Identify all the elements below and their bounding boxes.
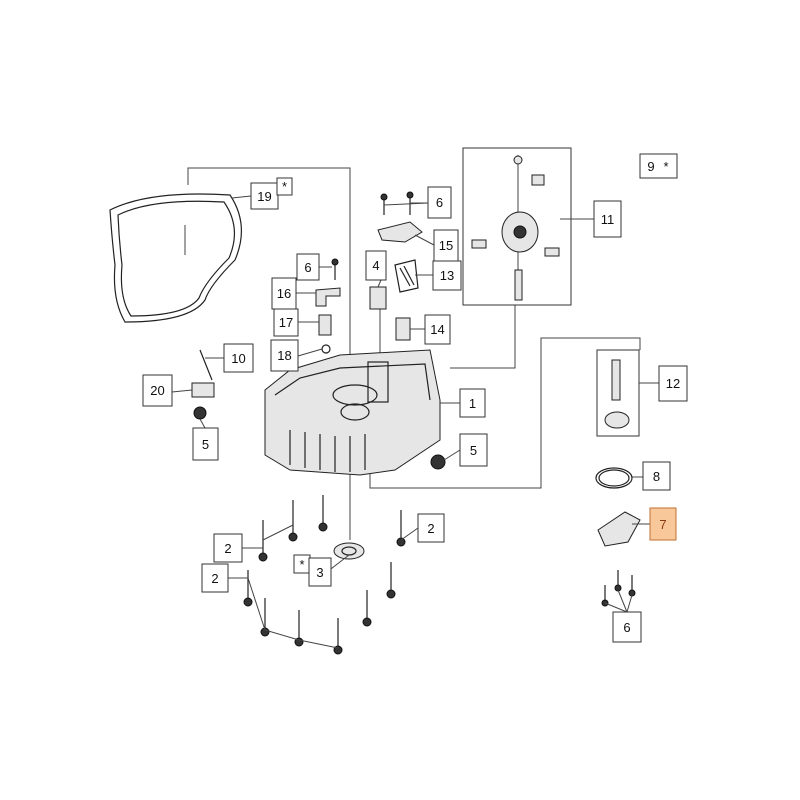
callout-14: 14 xyxy=(424,314,451,345)
callout-star: * xyxy=(282,179,287,194)
leader-lines xyxy=(171,195,659,649)
callout-5: 5 xyxy=(192,427,219,461)
callout-16: 16 xyxy=(271,277,297,310)
callout-1: 1 xyxy=(459,388,486,418)
callout-number: 12 xyxy=(666,376,680,391)
crankcase-gasket xyxy=(109,193,243,323)
callout-number: 11 xyxy=(601,212,615,227)
callout-19: 19 * xyxy=(250,177,293,210)
callout-number: 1 xyxy=(469,396,476,411)
callout-number: 5 xyxy=(470,443,477,458)
callout-number: 10 xyxy=(231,351,245,366)
callout-number: 2 xyxy=(427,521,434,536)
callout-9: 9 * xyxy=(639,153,678,179)
callout-number: 5 xyxy=(202,437,209,452)
callout-number: 2 xyxy=(211,571,218,586)
callout-6: 6 xyxy=(296,253,320,281)
callout-number: 9 xyxy=(647,159,654,174)
callout-17: 17 xyxy=(273,308,299,337)
callout-star: * xyxy=(663,159,668,174)
callout-number: 7 xyxy=(659,517,666,532)
callout-number: 2 xyxy=(224,541,231,556)
callout-13: 13 xyxy=(432,260,462,291)
callout-3: * 3 xyxy=(293,554,332,587)
callout-2: 2 xyxy=(213,533,243,563)
governor-assembly-inset xyxy=(462,147,572,306)
callout-2: 2 xyxy=(201,563,229,593)
callout-number: 14 xyxy=(430,322,444,337)
callout-6: 6 xyxy=(427,186,452,219)
callout-7-highlighted: 7 xyxy=(649,507,677,541)
small-parts xyxy=(191,191,641,655)
callout-12: 12 xyxy=(658,365,688,402)
callout-number: 8 xyxy=(653,469,660,484)
callout-number: 4 xyxy=(372,258,379,273)
callout-18: 18 xyxy=(270,339,299,372)
callout-11: 11 xyxy=(593,200,622,238)
callout-number: 3 xyxy=(316,565,323,580)
callout-20: 20 xyxy=(142,374,173,407)
callout-4: 4 xyxy=(365,250,387,281)
callout-6: 6 xyxy=(612,611,642,643)
callout-number: 13 xyxy=(440,268,454,283)
callout-5: 5 xyxy=(459,433,488,467)
callout-15: 15 xyxy=(433,229,459,262)
callout-number: 20 xyxy=(150,383,164,398)
callout-8: 8 xyxy=(642,461,671,491)
callout-number: 19 xyxy=(257,189,271,204)
callout-10: 10 xyxy=(223,343,254,373)
callout-number: 16 xyxy=(277,286,291,301)
callout-number: 6 xyxy=(304,260,311,275)
crankcase-sump xyxy=(264,349,441,476)
callout-star: * xyxy=(299,557,304,572)
callout-2: 2 xyxy=(417,513,445,543)
callout-number: 17 xyxy=(279,315,293,330)
callout-number: 15 xyxy=(439,238,453,253)
callout-number: 18 xyxy=(277,348,291,363)
callout-number: 6 xyxy=(436,195,443,210)
callout-number: 6 xyxy=(623,620,630,635)
